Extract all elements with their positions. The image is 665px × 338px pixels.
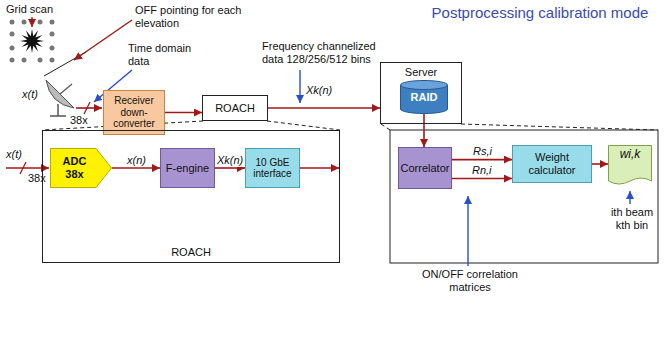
node-text: 10 GbE interface: [249, 157, 296, 180]
gbe-interface-box: 10 GbE interface: [245, 148, 300, 188]
freq-arrow: [299, 70, 300, 103]
node-text: Server: [405, 66, 437, 79]
matrices-note: ON/OFF correlation matrices: [415, 268, 525, 294]
node-text: ADC 38x: [60, 155, 90, 180]
matrices-arrow: [467, 196, 468, 266]
antenna-wire: [76, 107, 102, 109]
raid-cylinder: RAID: [400, 80, 448, 114]
receiver-box: Receiver down-converter: [103, 90, 165, 135]
grid-label: Grid scan: [6, 3, 76, 16]
node-text: ROACH: [171, 246, 211, 259]
source-star: [20, 29, 44, 53]
signal-arrow: [423, 114, 425, 147]
signal-label: Rn,i: [470, 164, 494, 177]
output-wire: [300, 167, 339, 169]
node-text: ROACH: [215, 102, 255, 115]
signal-label: x(n): [125, 154, 148, 167]
dish-antenna: [46, 80, 74, 116]
signal-name: x(t): [6, 148, 32, 161]
signal-label: Rs,i: [471, 145, 494, 158]
signal-arrow: [165, 112, 202, 114]
signal-name: Xk(n): [306, 84, 346, 97]
signal-arrow: [268, 107, 380, 109]
weight-calculator-box: Weight calculator: [512, 145, 592, 183]
correlator-box: Correlator: [398, 147, 452, 189]
off-pointing-note: OFF pointing for each elevation: [135, 4, 247, 30]
server-box: ServerRAID: [380, 62, 462, 124]
channel-count: 38x: [28, 172, 52, 185]
f-engine-box: F-engine: [160, 148, 215, 188]
bus-slash: [84, 102, 90, 114]
roach-detail-box: ROACH ADC 38x F-engine 10 GbE interface: [42, 130, 340, 263]
signal-arrow: [215, 167, 245, 169]
node-text: Receiver down-converter: [107, 95, 161, 130]
time-domain-note: Time domain data: [128, 42, 200, 68]
adc-block: ADC 38x: [50, 148, 112, 188]
off-arrow: [74, 20, 132, 60]
node-text: Correlator: [401, 162, 450, 175]
roach-box: ROACH: [202, 95, 268, 121]
beam-arrow: [629, 191, 630, 204]
node-text: F-engine: [166, 162, 209, 175]
server-detail-box: [390, 130, 658, 263]
node-text: wi,k: [620, 148, 641, 162]
diagram-title: Postprocessing calibration mode: [420, 4, 660, 22]
weight-output-doc: wi,k: [608, 145, 652, 187]
signal-arrow: [452, 178, 512, 180]
signal-arrow: [452, 159, 512, 161]
node-text: RAID: [411, 91, 438, 104]
signal-arrow: [592, 163, 608, 165]
beam-bin-note: ith beam kth bin: [604, 206, 660, 232]
grid-arrow: [31, 17, 32, 27]
signal-name: x(t): [22, 88, 46, 101]
channel-count: 38x: [70, 114, 96, 127]
signal-label: Xk(n): [215, 154, 245, 167]
signal-arrow: [112, 167, 160, 169]
node-text: Weight calculator: [516, 151, 588, 176]
bus-slash: [20, 162, 26, 174]
frequency-note: Frequency channelized data 128/256/512 b…: [262, 40, 380, 66]
